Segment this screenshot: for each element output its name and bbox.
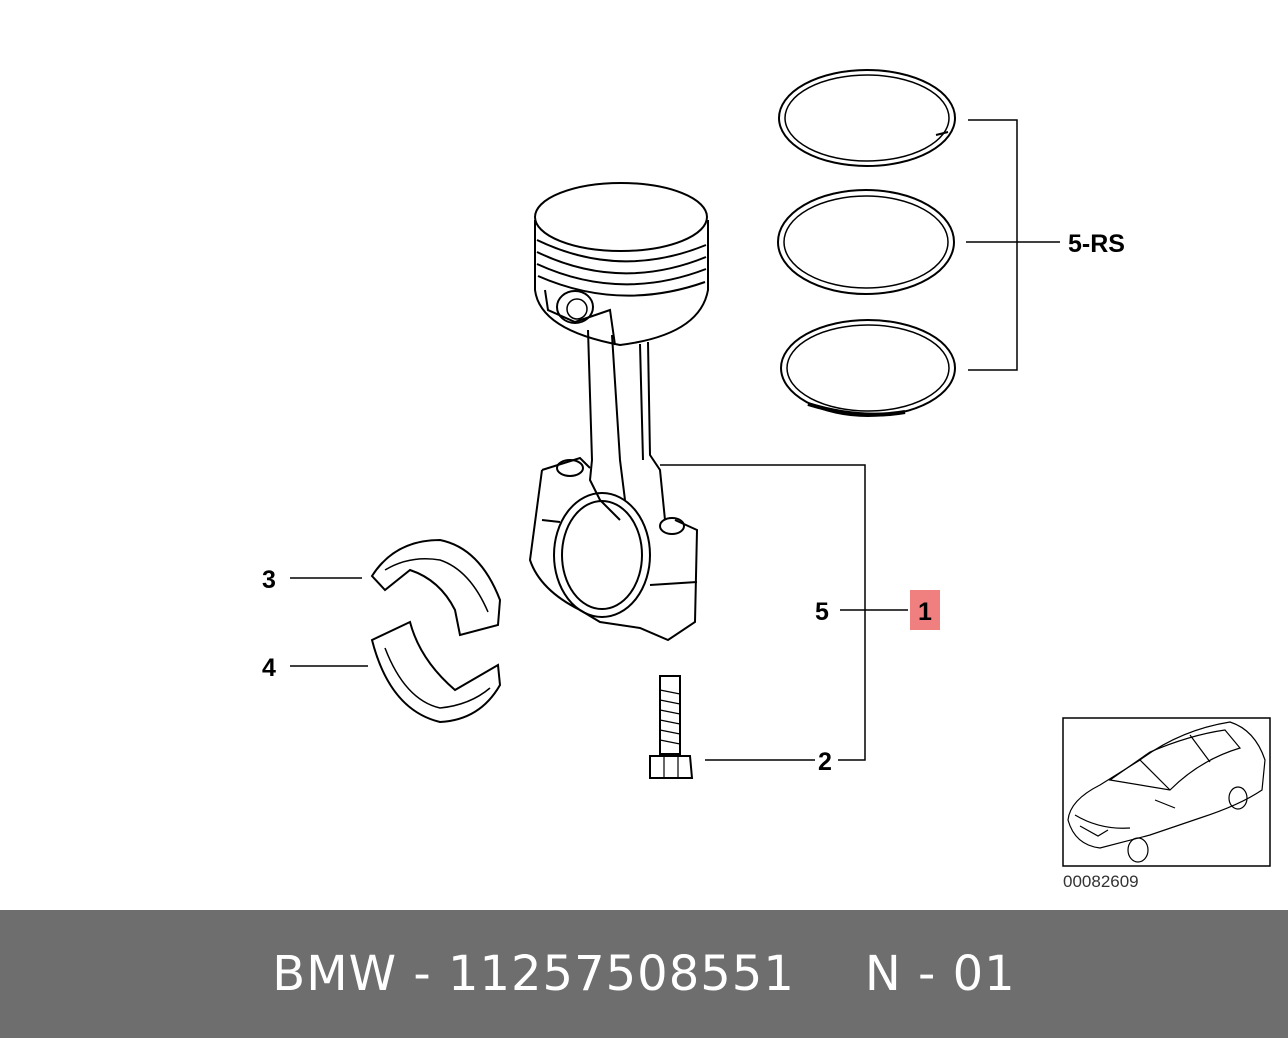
callout-highlight: 1 <box>918 598 932 626</box>
highlight-box <box>910 590 940 630</box>
parts-diagram-svg: 5-RS 5 1 3 4 2 00082609 <box>262 69 1271 891</box>
car-thumbnail <box>1062 717 1271 867</box>
part-number-text: BMW - 11257508551 <box>272 946 795 1002</box>
callout-bolt: 2 <box>818 748 832 776</box>
rod-bolt <box>649 675 694 779</box>
callout-rod: 5 <box>815 598 829 626</box>
position-text: N - 01 <box>864 946 1016 1002</box>
piston <box>534 182 709 347</box>
parts-diagram: 5-RS 5 1 3 4 2 00082609 <box>262 69 1271 891</box>
image-code: 00082609 <box>1063 872 1139 891</box>
callout-bearing-lower: 4 <box>262 654 276 682</box>
leader-lines <box>290 119 1060 761</box>
connecting-rod <box>528 329 699 642</box>
bearing-shell-lower <box>370 620 502 724</box>
callout-rings: 5-RS <box>1068 230 1125 258</box>
piston-ring-top <box>778 69 956 167</box>
bearing-shell-upper <box>370 538 502 637</box>
callout-bearing-upper: 3 <box>262 566 276 594</box>
piston-ring-middle <box>777 189 955 295</box>
piston-ring-bottom <box>780 319 956 417</box>
footer-bar: BMW - 11257508551 N - 01 <box>0 910 1288 1038</box>
